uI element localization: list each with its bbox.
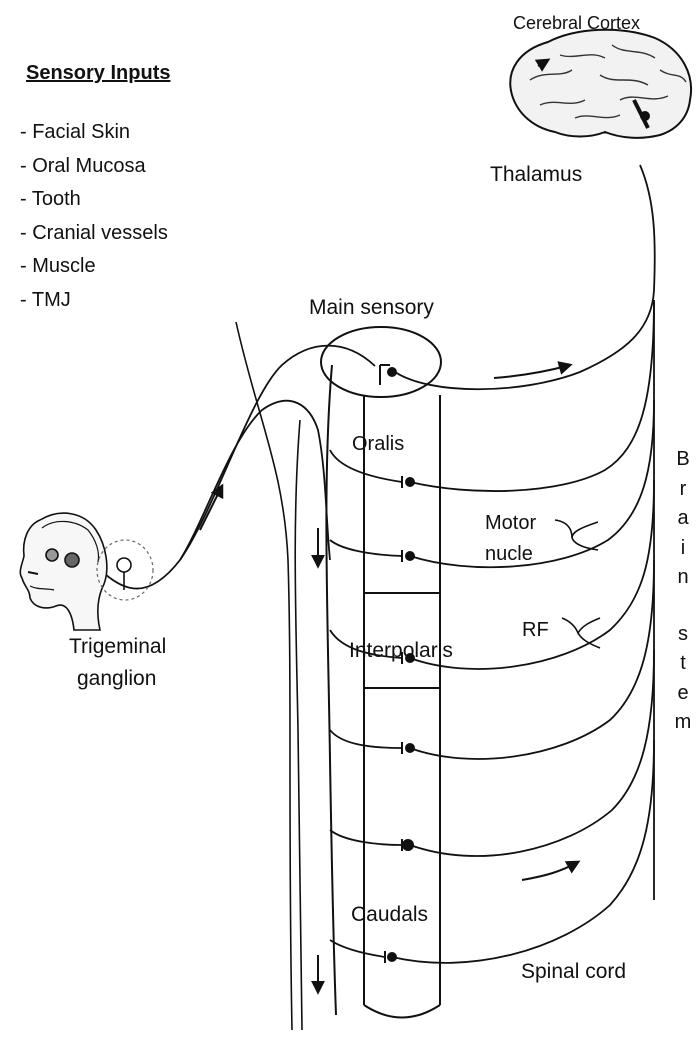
sensory-input-item: - Tooth bbox=[20, 183, 168, 217]
sensory-input-item: - Oral Mucosa bbox=[20, 150, 168, 184]
brain-icon bbox=[510, 30, 691, 138]
brainstem-letter: r bbox=[673, 475, 693, 505]
sensory-input-item: - TMJ bbox=[20, 284, 168, 318]
oralis-label: Oralis bbox=[352, 434, 404, 454]
sensory-input-item: - Facial Skin bbox=[20, 116, 168, 150]
ganglion-label-line2: ganglion bbox=[77, 668, 156, 689]
brainstem-letter: n bbox=[673, 563, 693, 593]
ganglion-label-line1: Trigeminal bbox=[69, 636, 166, 657]
brainstem-outline bbox=[236, 322, 336, 1030]
spinal-cord-label: Spinal cord bbox=[521, 961, 626, 982]
brainstem-letter: m bbox=[673, 708, 693, 738]
caudalis-label: Caudals bbox=[351, 904, 428, 925]
thalamus-label: Thalamus bbox=[490, 164, 582, 185]
interpolaris-label: Interpolaris bbox=[349, 640, 453, 661]
brainstem-letter: i bbox=[673, 534, 693, 564]
sensory-inputs-list: - Facial Skin - Oral Mucosa - Tooth - Cr… bbox=[20, 116, 168, 317]
main-sensory-label: Main sensory bbox=[309, 297, 434, 318]
cerebral-cortex-label: Cerebral Cortex bbox=[513, 14, 640, 32]
motor-nucleus-label-line2: nucle bbox=[485, 544, 533, 564]
direction-arrows bbox=[200, 365, 578, 992]
brainstem-letter: e bbox=[673, 679, 693, 709]
sensory-input-item: - Muscle bbox=[20, 250, 168, 284]
brainstem-letter: B bbox=[673, 445, 693, 475]
head-profile-icon bbox=[20, 513, 107, 630]
rf-bracket bbox=[562, 618, 600, 648]
motor-bracket bbox=[555, 520, 598, 550]
motor-nucleus-label-line1: Motor bbox=[485, 513, 536, 533]
rf-label: RF bbox=[522, 620, 549, 640]
brainstem-letter: a bbox=[673, 504, 693, 534]
brainstem-vertical-label: B r a i n s t e m bbox=[673, 445, 693, 738]
brainstem-letter: t bbox=[673, 649, 693, 679]
sensory-inputs-title: Sensory Inputs bbox=[26, 62, 170, 85]
brainstem-letter: s bbox=[673, 620, 693, 650]
brainstem-word-gap bbox=[673, 593, 693, 620]
sensory-input-item: - Cranial vessels bbox=[20, 217, 168, 251]
